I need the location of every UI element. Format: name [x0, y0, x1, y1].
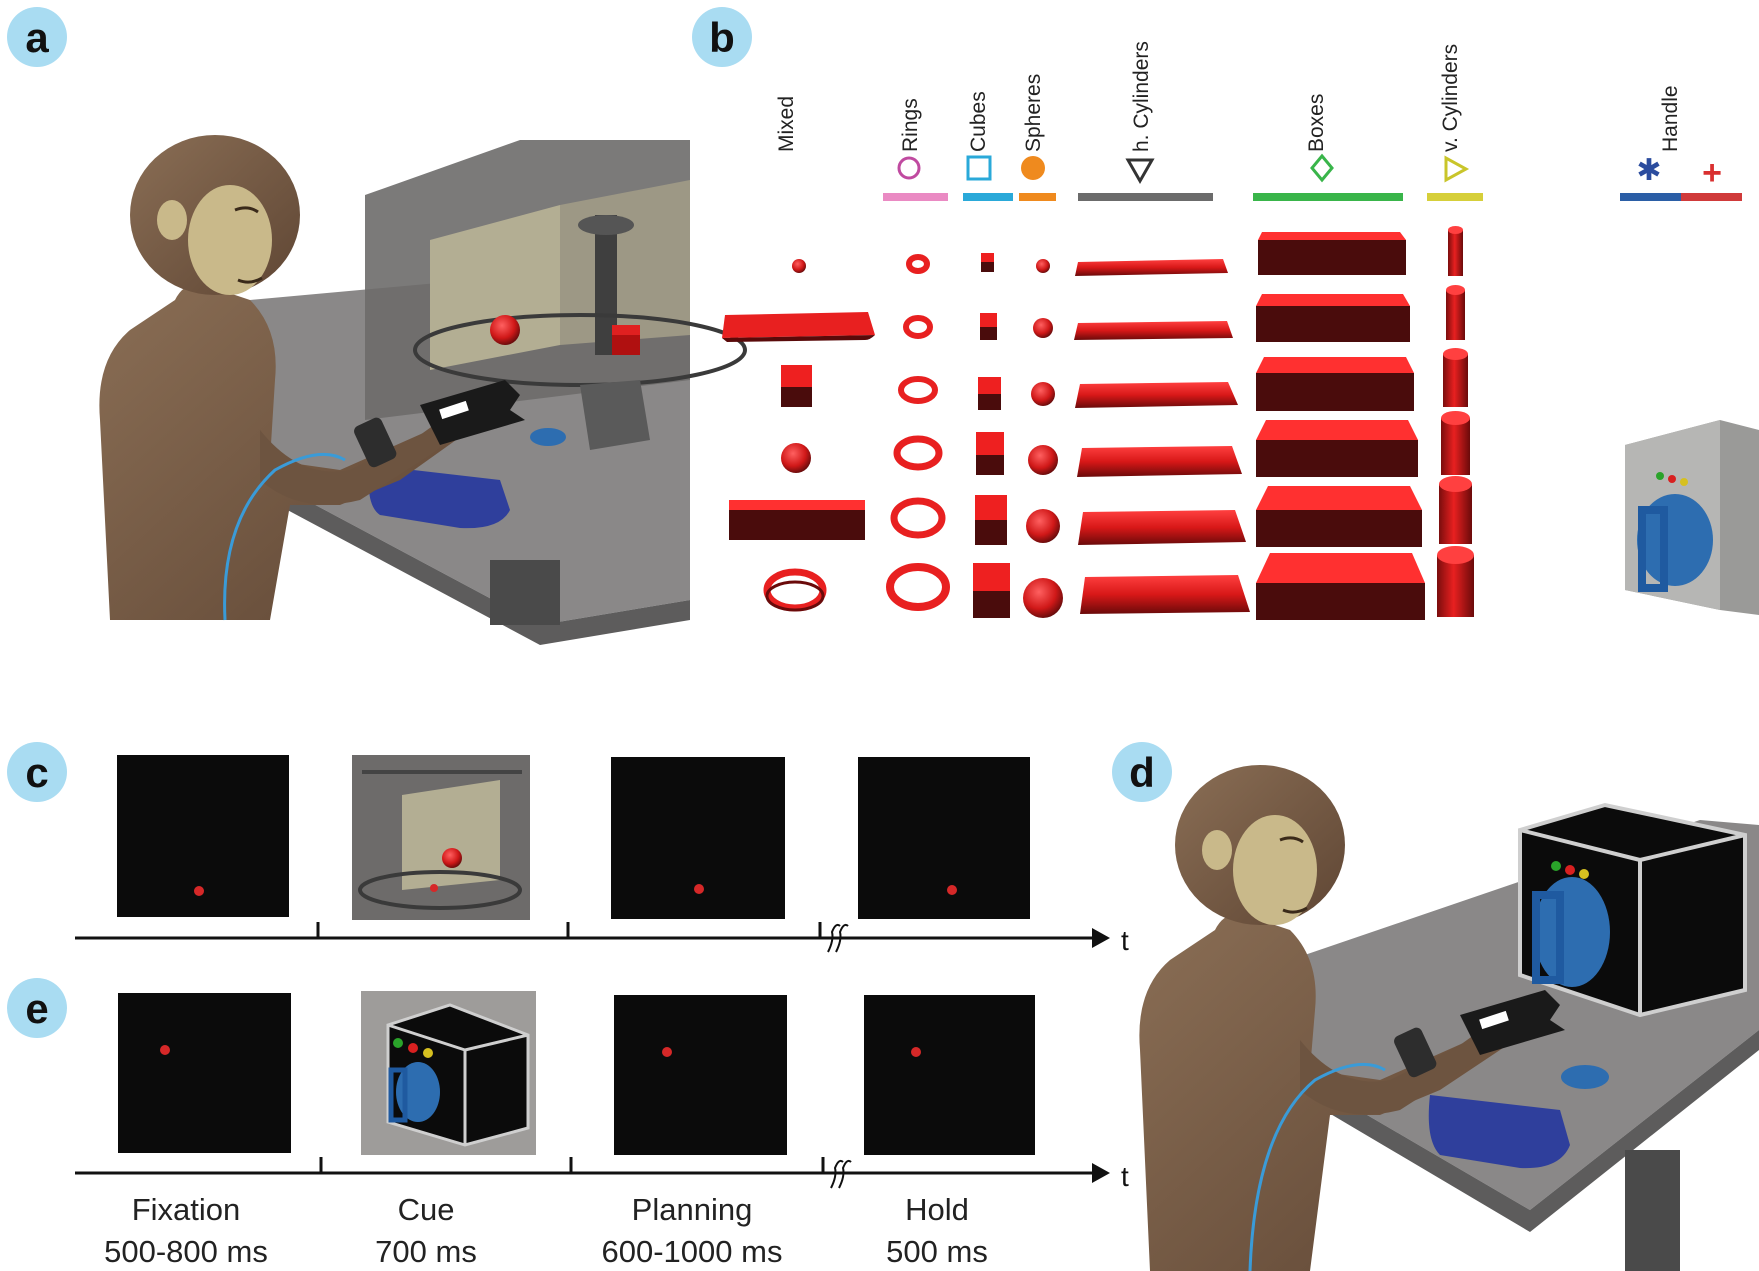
handle-bar-blue — [1620, 193, 1681, 201]
fixation-dot-icon — [194, 886, 204, 896]
time-axis-label-c: t — [1121, 925, 1129, 956]
svg-text:e: e — [25, 985, 48, 1032]
panel-c-timeline: t — [75, 755, 1129, 956]
fixation-dot-icon — [911, 1047, 921, 1057]
phase-duration-hold: 500 ms — [886, 1234, 988, 1269]
phase-name-fixation: Fixation — [132, 1192, 241, 1227]
phase-duration-fixation: 500-800 ms — [104, 1234, 268, 1269]
rings-bar — [883, 193, 948, 201]
screen-planning-e — [614, 995, 787, 1155]
group-label-boxes: Boxes — [1305, 94, 1328, 152]
handle-bar-red — [1681, 193, 1742, 201]
fixation-dot-icon — [694, 884, 704, 894]
group-label-v-cylinders: v. Cylinders — [1439, 44, 1462, 152]
blue-button — [530, 428, 566, 446]
panel-badge-a: a — [7, 7, 67, 67]
group-label-cubes: Cubes — [967, 91, 990, 152]
blue-button — [1561, 1065, 1609, 1089]
screen-cue-e — [361, 991, 536, 1155]
panel-badge-d: d — [1112, 742, 1172, 802]
turntable-apparatus — [365, 140, 747, 450]
handle-box-d — [1518, 802, 1747, 1018]
handle-plus-icon: + — [1702, 154, 1722, 192]
screen-planning-c — [611, 757, 785, 919]
svg-text:c: c — [25, 749, 48, 796]
rings-marker-icon — [897, 156, 921, 180]
spheres-bar — [1019, 193, 1056, 201]
spheres-marker-icon — [1021, 156, 1045, 180]
svg-text:a: a — [25, 14, 49, 61]
cubes-bar — [963, 193, 1013, 201]
time-axis-label-e: t — [1121, 1161, 1129, 1192]
group-label-spheres: Spheres — [1022, 74, 1045, 152]
fixation-dot-icon — [662, 1047, 672, 1057]
panel-d-scene — [1139, 765, 1759, 1271]
v-cylinders-bar — [1427, 193, 1483, 201]
panel-e-timeline: t Fixation 500-800 ms Cue 700 ms Plannin… — [75, 991, 1129, 1269]
panel-badge-b: b — [692, 7, 752, 67]
h-cylinders-marker-icon — [1125, 158, 1155, 185]
svg-text:d: d — [1129, 749, 1155, 796]
glove-icon — [420, 380, 525, 445]
screen-hold-c — [858, 757, 1030, 919]
phase-name-hold: Hold — [905, 1192, 969, 1227]
svg-text:b: b — [709, 14, 735, 61]
monkey-illustration — [1139, 765, 1565, 1271]
h-cylinders-bar — [1078, 193, 1213, 201]
phase-name-cue: Cue — [398, 1192, 455, 1227]
cubes-marker-icon — [966, 155, 992, 181]
boxes-bar — [1253, 193, 1403, 201]
handle-box — [1625, 420, 1759, 615]
handle-asterisk-icon: ✱ — [1636, 154, 1661, 187]
boxes-marker-icon — [1310, 153, 1334, 183]
screen-hold-e — [864, 995, 1035, 1155]
group-label-mixed: Mixed — [775, 96, 798, 152]
fixation-dot-icon — [160, 1045, 170, 1055]
screen-fixation-e — [118, 993, 291, 1153]
group-label-handle: Handle — [1659, 85, 1682, 152]
v-cylinders-marker-icon — [1444, 155, 1470, 183]
screen-cue-c — [352, 755, 530, 920]
panel-badge-e: e — [7, 978, 67, 1038]
group-label-rings: Rings — [899, 98, 922, 152]
phase-duration-cue: 700 ms — [375, 1234, 477, 1269]
blue-tray — [1428, 1095, 1570, 1169]
monkey-illustration — [99, 135, 525, 621]
group-label-h-cylinders: h. Cylinders — [1130, 41, 1153, 152]
glove-icon — [1460, 990, 1565, 1055]
fixation-dot-icon — [947, 885, 957, 895]
phase-name-planning: Planning — [632, 1192, 753, 1227]
blue-tray — [368, 465, 510, 529]
phase-duration-planning: 600-1000 ms — [602, 1234, 783, 1269]
panel-b-objects: Mixed Rings Cubes Spheres h. Cylinders B… — [722, 41, 1759, 620]
panel-a-scene — [99, 135, 747, 645]
panel-badge-c: c — [7, 742, 67, 802]
